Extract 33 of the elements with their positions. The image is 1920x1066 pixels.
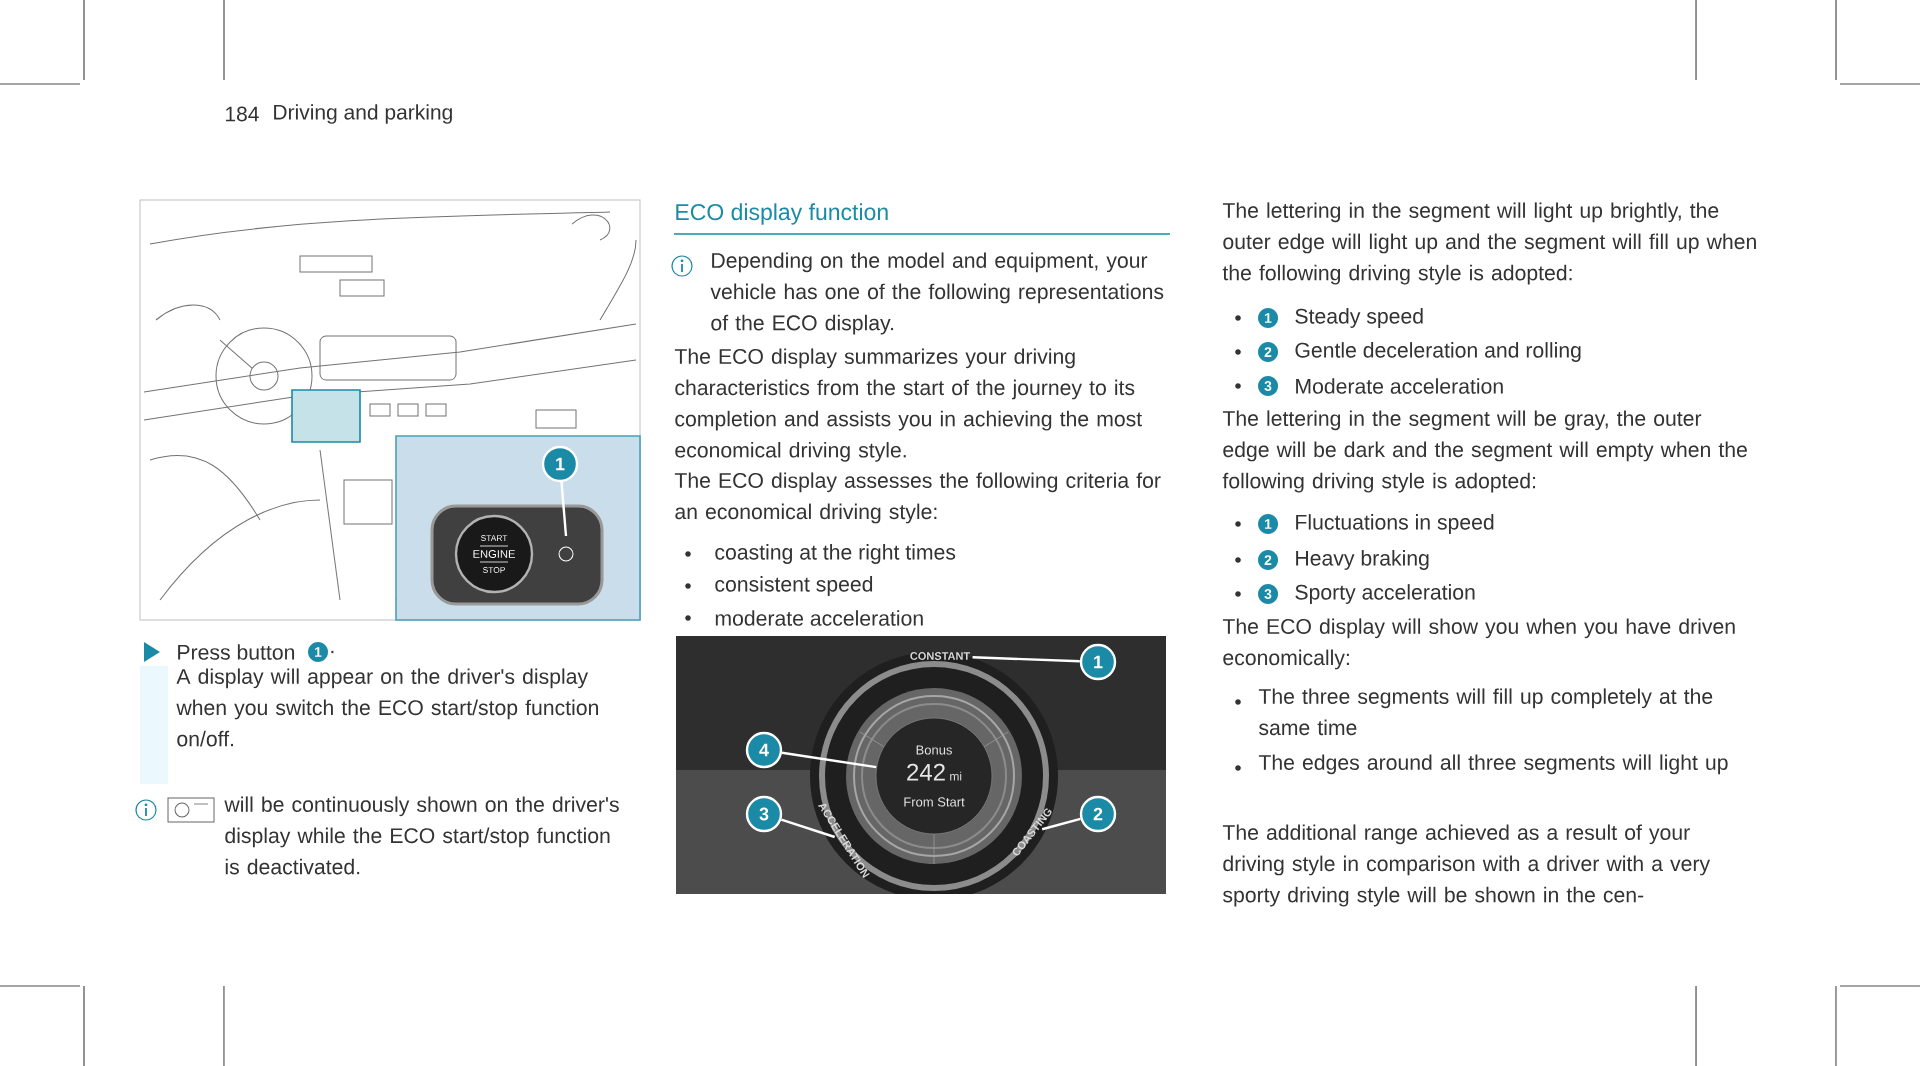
paragraph: The additional range achieved as a result of your driving style in comparison with a driver with a very sporty driving style will be shown in the cen- [1222, 824, 1711, 907]
bullet-item: The edges around all three segments will light up [1258, 754, 1728, 775]
instruction-text: . [331, 650, 334, 654]
callout-number: 4 [745, 731, 783, 769]
paragraph: The ECO display summarizes your driving characteristics from the start of the journey to its completion and assists you in achieving the most economical driving style. [674, 348, 1142, 462]
paragraph: The lettering in the segment will light up brightly, the outer edge will light up and the segment will fill up when the following driving style is adopted: [1222, 202, 1756, 285]
bullet-item: Steady speed [1295, 308, 1423, 328]
running-header: Driving and parking [274, 104, 452, 124]
paragraph: The ECO display assesses the following criteria for an economical driving style: [674, 472, 1161, 524]
leader-line [781, 751, 877, 769]
instruction-text: Press button [178, 644, 295, 660]
leader-line [780, 818, 836, 839]
result-text: A display will appear on the driver's display when you switch the ECO start/stop function on/off. [176, 668, 598, 747]
bullet-item: consistent speed [715, 576, 873, 596]
bullet-item: Gentle deceleration and rolling [1295, 342, 1581, 362]
bullet-item: Moderate acceleration [1296, 378, 1503, 394]
page-number: 184 [226, 106, 259, 122]
section-heading: ECO display function [676, 203, 888, 225]
bullet-item: The three segments will fill up completely at the same time [1258, 688, 1713, 736]
callout-number: 2 [1079, 795, 1117, 833]
callout-number: 3 [745, 795, 783, 833]
paragraph: The lettering in the segment will be gray, the outer edge will be dark and the segment will empty when the following driving style is adopted: [1222, 410, 1747, 493]
bullet-item: Heavy braking [1296, 550, 1429, 570]
note-text: Depending on the model and equipment, your vehicle has one of the following representations of the ECO display. [710, 252, 1164, 335]
callout-number: 1 [1079, 643, 1117, 681]
bullet-item: Fluctuations in speed [1296, 514, 1494, 534]
bullet-item: Sporty acceleration [1295, 584, 1475, 604]
paragraph: The ECO display will show you when you have driven economically: [1222, 618, 1735, 670]
note-text: will be continuously shown on the driver's display while the ECO start/stop function is deactivated. [224, 796, 619, 875]
bullet-item: coasting at the right times [715, 544, 956, 564]
callout-number: 1 [541, 445, 579, 483]
leader-line [1041, 817, 1081, 831]
bullet-item: moderate acceleration [715, 610, 923, 626]
